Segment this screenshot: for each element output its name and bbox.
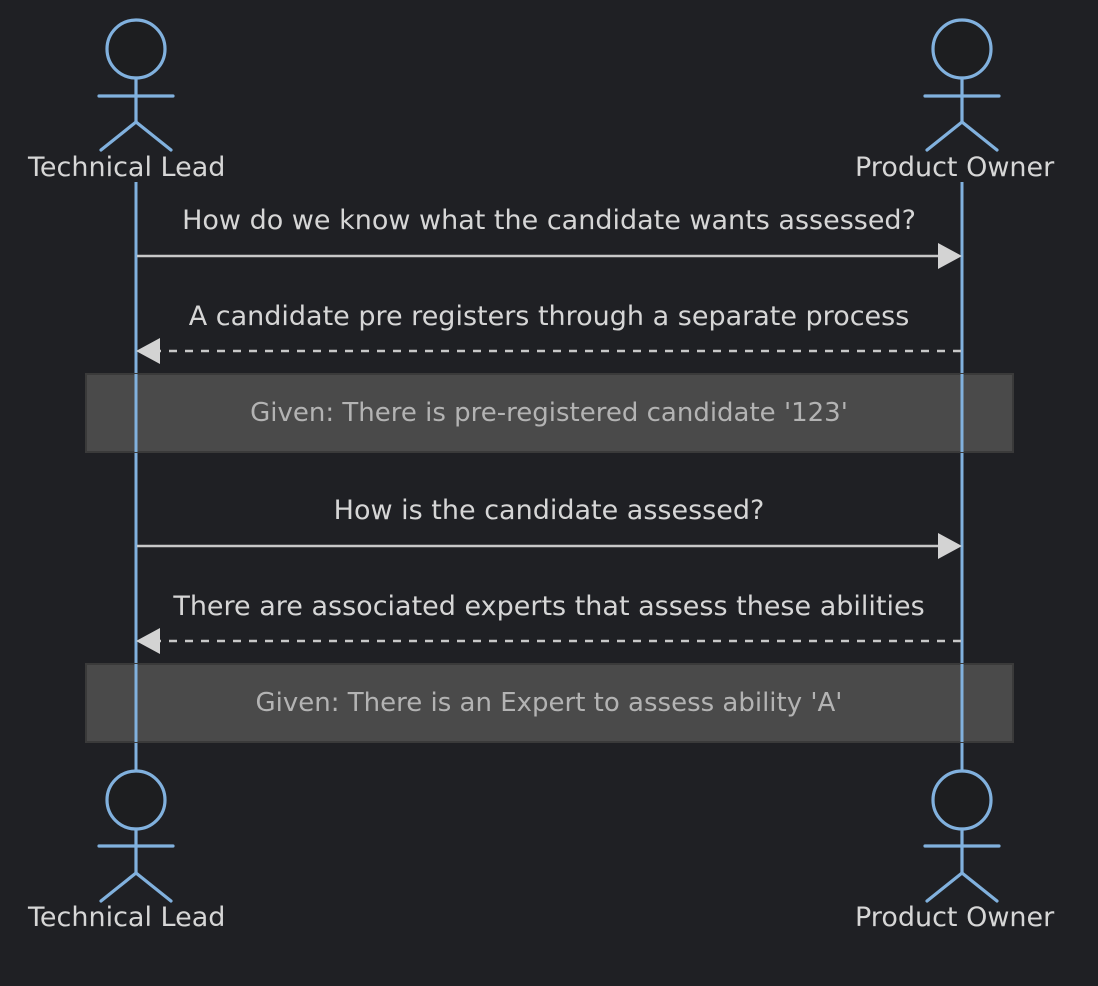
notes-group	[85, 373, 1014, 743]
actor-leg-left-icon	[99, 871, 138, 903]
actor-leg-right-icon	[134, 871, 173, 903]
actor-bottom-technical-lead[interactable]: Technical Lead	[27, 769, 225, 933]
lifeline-overlay-group	[134, 374, 964, 742]
message-4-arrowhead-icon	[136, 628, 160, 654]
actor-leg-right-icon	[960, 120, 999, 152]
message-3[interactable]: How is the candidate assessed?	[137, 495, 962, 559]
actor-bottom-product-owner[interactable]: Product Owner	[855, 769, 1055, 933]
actor-leg-left-icon	[925, 871, 964, 903]
actor-leg-left-icon	[99, 120, 138, 152]
message-2[interactable]: A candidate pre registers through a sepa…	[136, 301, 961, 364]
actor-leg-left-icon	[925, 120, 964, 152]
actor-label-technical-lead-top: Technical Lead	[27, 152, 225, 183]
note-box-1[interactable]	[85, 373, 1014, 453]
message-1-arrowhead-icon	[938, 243, 962, 269]
message-1-label: How do we know what the candidate wants …	[182, 205, 916, 236]
actor-top-technical-lead[interactable]: Technical Lead	[27, 18, 225, 183]
message-1[interactable]: How do we know what the candidate wants …	[137, 205, 962, 269]
message-3-arrowhead-icon	[938, 533, 962, 559]
note-box-2[interactable]	[85, 663, 1014, 743]
actor-label-product-owner-top: Product Owner	[855, 152, 1055, 183]
message-2-label: A candidate pre registers through a sepa…	[189, 301, 910, 332]
note-text-2: Given: There is an Expert to assess abil…	[256, 688, 843, 718]
actor-head-icon	[931, 18, 993, 80]
note-texts-group: Given: There is pre-registered candidate…	[250, 398, 848, 718]
actor-head-icon	[931, 769, 993, 831]
actor-leg-right-icon	[134, 120, 173, 152]
actor-leg-right-icon	[960, 871, 999, 903]
message-4-label: There are associated experts that assess…	[172, 591, 924, 622]
actor-head-icon	[105, 769, 167, 831]
actor-label-product-owner-bottom: Product Owner	[855, 902, 1055, 933]
actor-top-product-owner[interactable]: Product Owner	[855, 18, 1055, 183]
note-text-1: Given: There is pre-registered candidate…	[250, 398, 848, 428]
message-2-arrowhead-icon	[136, 338, 160, 364]
message-3-label: How is the candidate assessed?	[334, 495, 765, 526]
actor-head-icon	[105, 18, 167, 80]
message-4[interactable]: There are associated experts that assess…	[136, 591, 961, 654]
actor-label-technical-lead-bottom: Technical Lead	[27, 902, 225, 933]
